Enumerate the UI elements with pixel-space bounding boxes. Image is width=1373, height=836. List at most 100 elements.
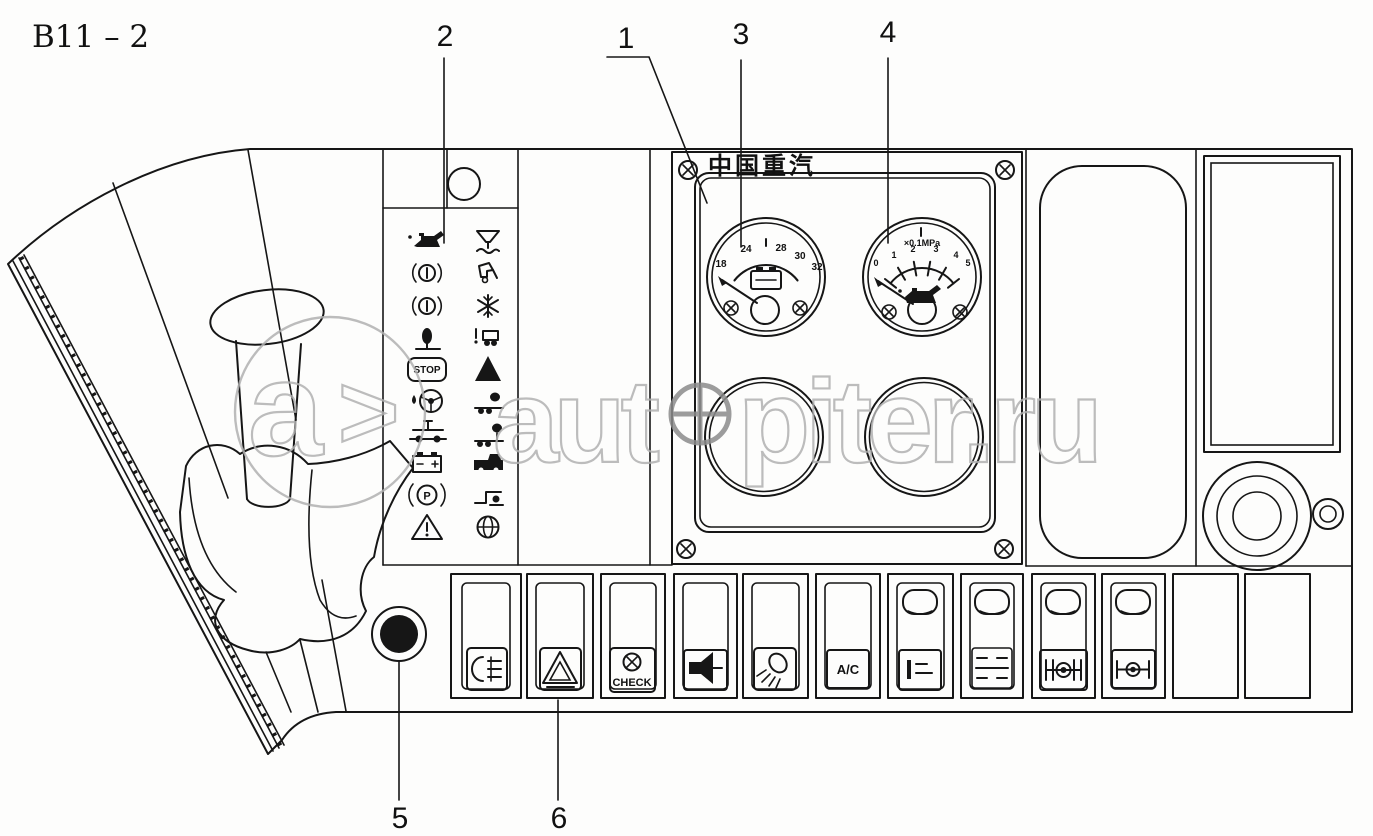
oil-tick: 3	[933, 244, 938, 254]
stop-label: STOP	[413, 365, 440, 376]
air-vent	[1039, 165, 1187, 559]
rocker-bump	[1115, 589, 1151, 615]
volt-tick: 30	[794, 251, 806, 262]
power-steering-icon	[412, 389, 443, 413]
watermark: a > aut piter.ru	[233, 315, 1104, 509]
screw-icon	[995, 160, 1015, 180]
screw-icon	[994, 539, 1014, 559]
volt-tick: 18	[715, 259, 727, 270]
switch-hazard	[526, 573, 594, 699]
needle	[721, 279, 758, 304]
dashboard-outline	[7, 148, 1353, 755]
trailer-warning-icon	[474, 328, 499, 346]
lift-axle-icon	[907, 660, 933, 679]
brake-circuit-1-icon	[411, 263, 443, 283]
gauge-hole	[864, 377, 984, 497]
air-filter-icon	[415, 328, 441, 350]
watermark-o-icon	[668, 382, 732, 446]
switch-blank-slot	[1244, 573, 1311, 699]
hazard-icon	[542, 651, 578, 688]
water-separator-icon	[476, 230, 500, 254]
general-warning-icon	[411, 514, 443, 540]
ac-label: A/C	[837, 662, 860, 677]
watermark-logo-circle	[233, 315, 427, 509]
work-lamp-icon	[756, 652, 788, 689]
switch-work-lamp	[742, 573, 809, 699]
inter-axle-diff-icon	[1045, 659, 1082, 681]
callout-lines	[398, 56, 889, 801]
watermark-text-right: piter.ru	[738, 356, 1098, 488]
callout-5[interactable]: 5	[392, 802, 409, 835]
lift-axle-front-icon	[474, 392, 504, 414]
screw-icon	[678, 160, 698, 180]
oil-tick: 5	[965, 258, 970, 268]
switch-lift-axle	[887, 573, 954, 699]
battery-icon	[750, 267, 782, 290]
cross-axle-diff-icon	[1116, 660, 1150, 679]
inter-wheel-diff-icon	[975, 657, 1009, 679]
fifth-wheel-icon	[474, 491, 504, 506]
switch-check: CHECK	[600, 573, 666, 699]
callout-6[interactable]: 6	[551, 802, 568, 835]
oil-tick: 4	[953, 250, 958, 260]
check-lamp-icon	[622, 652, 642, 672]
gear-knob	[209, 288, 325, 346]
gauge-hole	[704, 377, 824, 497]
lift-axle-rear-icon	[474, 423, 504, 447]
watermark-logo-letter: a	[248, 333, 324, 484]
rocker-bump	[974, 589, 1010, 615]
truck-body-icon	[474, 454, 503, 473]
switch-fog-light	[450, 573, 522, 699]
differential-lock-icon	[476, 515, 500, 539]
small-button	[1312, 498, 1344, 530]
check-label: CHECK	[612, 677, 651, 689]
caution-solid-icon	[475, 356, 501, 381]
needle	[877, 280, 914, 305]
parking-brake-icon: P	[408, 483, 446, 507]
screw-icon	[881, 304, 897, 320]
switch-cross-axle-diff	[1101, 573, 1166, 699]
oil-pressure-icon	[408, 231, 444, 247]
horn-icon	[689, 652, 723, 684]
storage-box	[1203, 155, 1341, 453]
callout-3[interactable]: 3	[733, 18, 750, 51]
volt-tick: 28	[775, 243, 787, 254]
battery-icon	[412, 452, 442, 473]
switch-inter-axle-diff	[1031, 573, 1096, 699]
oil-tick: 1	[891, 250, 896, 260]
fog-light-icon	[471, 656, 502, 682]
rotary-knob	[1202, 461, 1312, 571]
frost-icon	[477, 294, 499, 318]
stop-indicator: STOP	[407, 357, 447, 382]
oil-tick: 2	[910, 244, 915, 254]
push-knob	[371, 606, 427, 662]
parking-letter: P	[423, 491, 430, 503]
switch-row: CHECK	[450, 573, 1311, 699]
rocker-bump	[902, 589, 938, 615]
screw-icon	[676, 539, 696, 559]
brake-circuit-2-icon	[411, 296, 443, 316]
screw-icon	[792, 300, 808, 316]
oil-pressure-gauge: ×0.1MPa 0 1 2 3 4 5	[862, 217, 982, 337]
rocker-bump	[1045, 589, 1081, 615]
screw-icon	[723, 300, 739, 316]
screw-icon	[952, 304, 968, 320]
page-title: B11 – 2	[32, 19, 149, 55]
switch-horn	[673, 573, 738, 699]
switch-air-conditioner: A/C	[815, 573, 881, 699]
oil-tick: 0	[873, 258, 878, 268]
indicator-lamp-panel: STOP P	[407, 230, 504, 540]
cab-tilt-icon	[478, 262, 498, 284]
callout-4[interactable]: 4	[880, 16, 897, 49]
volt-tick: 32	[811, 262, 823, 273]
callout-1[interactable]: 1	[618, 22, 635, 55]
switch-inter-wheel-diff	[960, 573, 1024, 699]
voltmeter: 18 24 28 30 32	[706, 217, 826, 337]
lever-boot	[179, 440, 414, 713]
callout-2[interactable]: 2	[437, 20, 454, 53]
volt-tick: 24	[740, 244, 752, 255]
brand-label: 中国重汽	[708, 152, 816, 180]
instrument-cluster: 中国重汽 18 24 28 30 32	[671, 151, 1023, 565]
